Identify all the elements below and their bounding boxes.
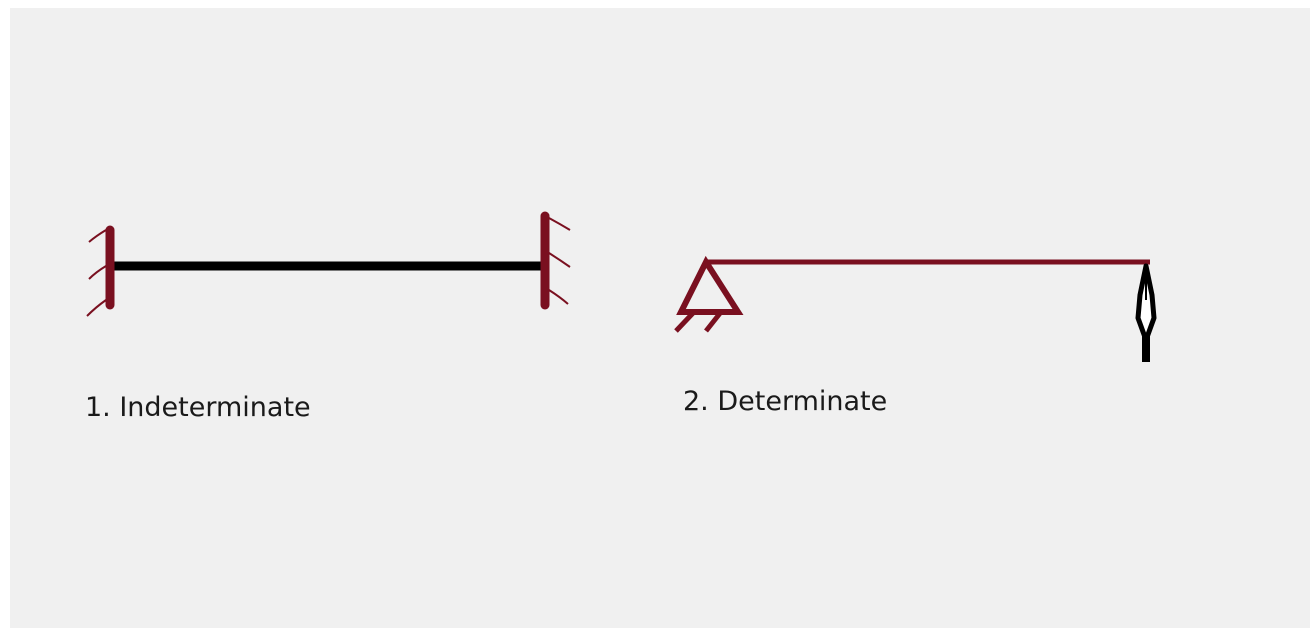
pin-support-icon [674, 255, 744, 333]
determinate-label: 2. Determinate [683, 386, 888, 417]
determinate-beam-figure [674, 255, 1157, 362]
link-support-icon [1135, 262, 1157, 362]
right-fixed-support-icon [540, 211, 571, 310]
indeterminate-beam-figure [86, 211, 571, 317]
left-fixed-support-icon [86, 225, 115, 317]
indeterminate-label: 1. Indeterminate [85, 392, 311, 423]
diagram-background [10, 8, 1310, 628]
